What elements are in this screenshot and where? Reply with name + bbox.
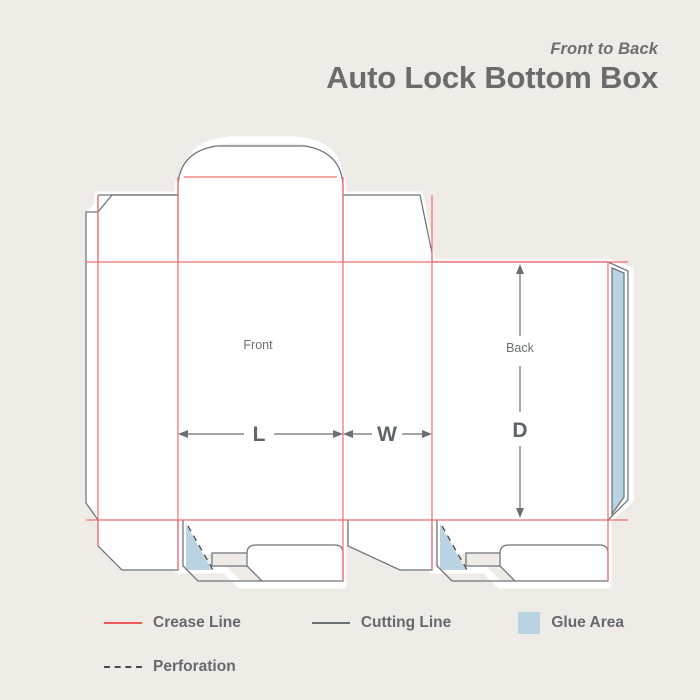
legend-row-2: Perforation [104,652,624,682]
legend-row-1: Crease Line Cutting Line Glue Area [104,608,624,638]
dimension-label-width: W [377,423,397,446]
glue-area-right-strip [612,268,624,514]
glue-area-swatch-icon [518,612,541,634]
legend-label-perforation: Perforation [153,658,236,675]
glue-areas [186,268,624,570]
cut-glue-strip-inset [611,267,625,516]
dimension-label-length: L [253,423,266,446]
glue-area-flap-1 [186,524,212,570]
crease-lines [86,176,628,581]
header-subtitle: Front to Back [550,40,658,58]
cut-bottom-flap-1 [182,520,264,582]
dimension-width: W [343,423,432,446]
crease-line-swatch-icon [104,622,142,624]
perforation-lines [187,525,468,571]
cutting-line-swatch-icon [311,622,350,624]
legend-label-crease-line: Crease Line [153,614,241,631]
glue-area-flap-2 [440,524,466,570]
legend-label-glue-area: Glue Area [551,614,624,631]
legend-item-cutting-line: Cutting Line [311,614,452,632]
legend-item-perforation: Perforation [104,658,236,676]
dimension-depth: D [512,264,528,518]
legend: Crease Line Cutting Line Glue Area Perfo… [104,608,624,682]
perforation-flap-1 [187,525,214,571]
cut-bottom-flap-3 [436,520,517,582]
dimension-length: L [178,423,343,446]
perforation-swatch-icon [104,666,142,668]
perforation-flap-2 [441,525,468,571]
legend-item-glue-area: Glue Area [518,612,624,634]
panel-label-front: Front [243,338,273,352]
cut-top-tuck-flap [177,145,344,262]
legend-item-crease-line: Crease Line [104,614,241,632]
cut-right-glue-tab [607,261,629,521]
legend-label-cutting-line: Cutting Line [360,614,452,631]
panel-label-back: Back [506,341,535,355]
page-title: Auto Lock Bottom Box [326,60,658,95]
dimension-label-depth: D [512,419,527,442]
panel-fills [86,146,628,581]
